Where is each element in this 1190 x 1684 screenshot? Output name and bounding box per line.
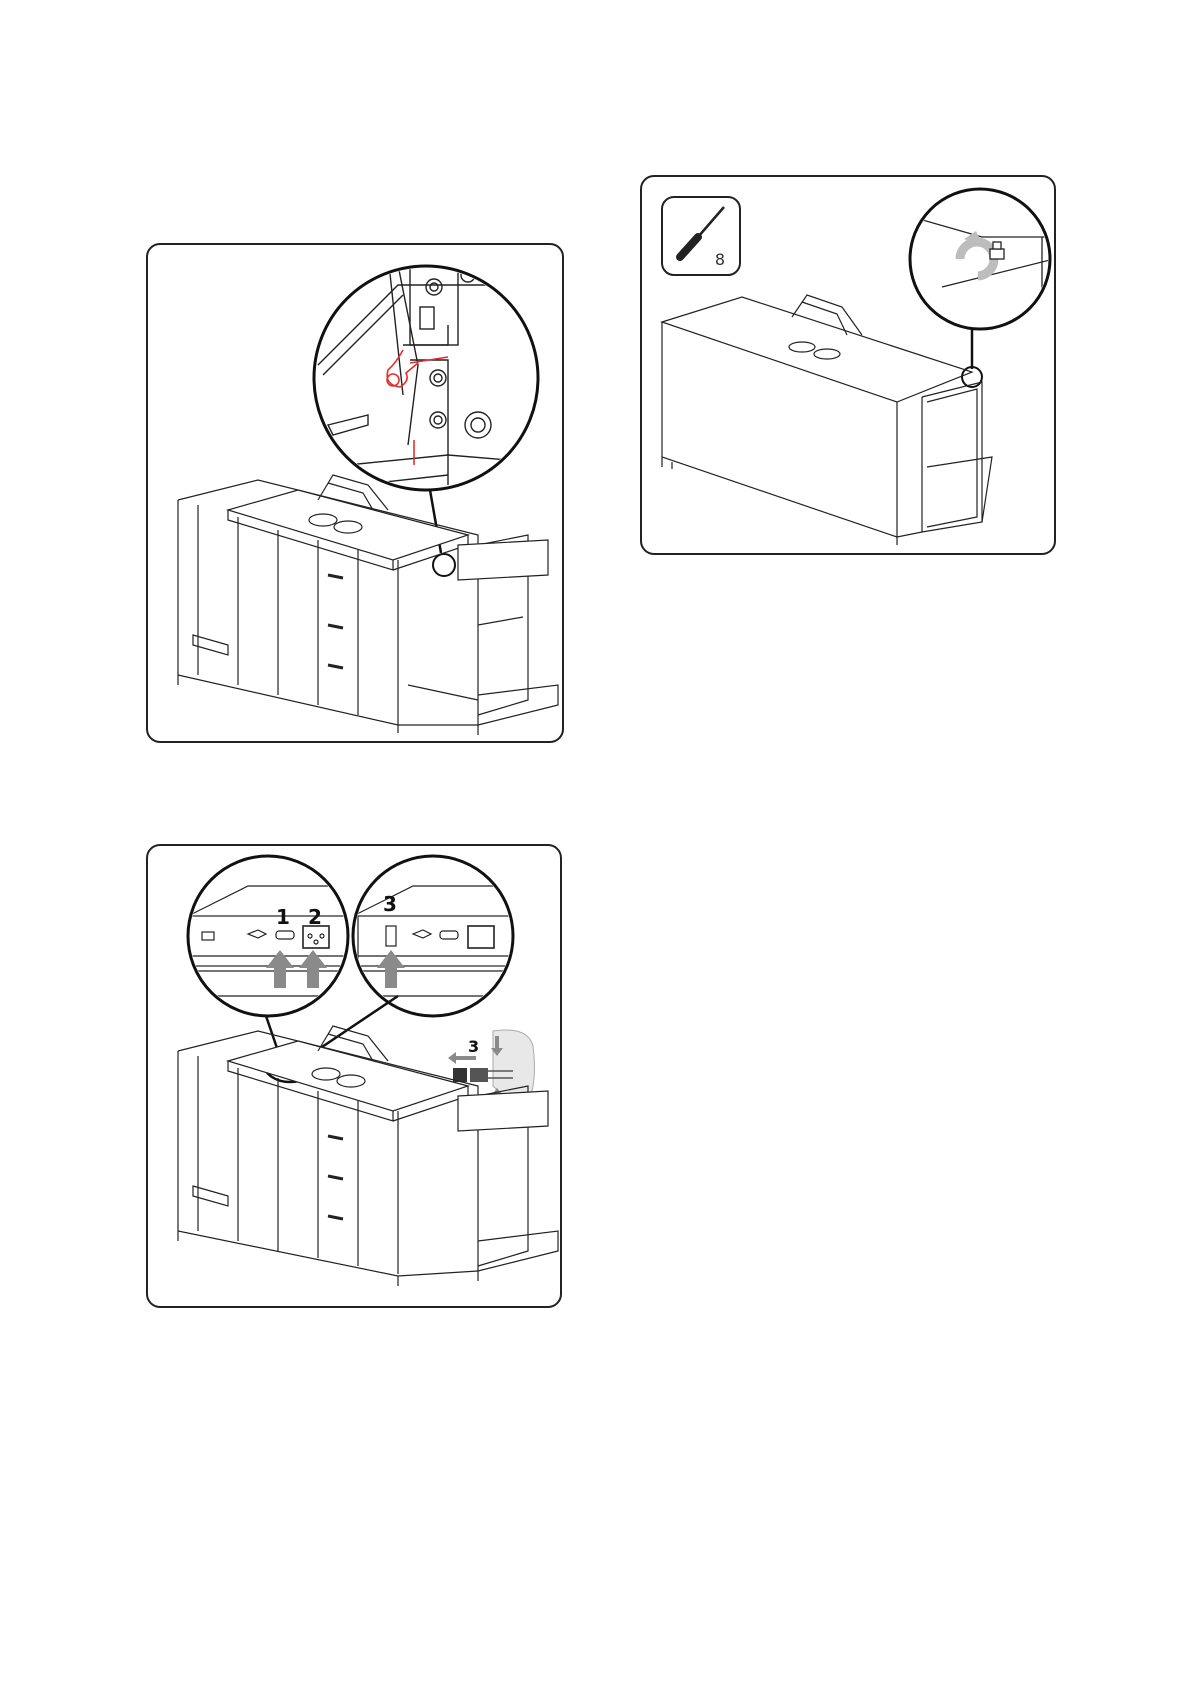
callout-3-detail: 3: [383, 892, 397, 916]
screw-top-illustration: 8: [642, 177, 1056, 555]
tool-size-label: 8: [715, 250, 725, 269]
callout-2: 2: [308, 905, 322, 929]
detail-magnifier-left: 1 2: [178, 856, 378, 1016]
connectors-illustration: 1 2 3: [148, 846, 562, 1308]
tool-box: 8: [662, 197, 740, 275]
machine-illustration: [178, 475, 558, 735]
detail-spot: [433, 554, 455, 576]
panel-remove-cover: [146, 243, 564, 743]
panel-screw-top: 8: [640, 175, 1056, 555]
detail-magnifier-right: 3: [348, 856, 528, 1016]
detail-magnifier: [314, 255, 564, 490]
panel-connectors: 1 2 3: [146, 844, 562, 1308]
callout-1: 1: [276, 905, 290, 929]
detail-magnifier: [910, 189, 1056, 329]
callout-3-connector: 3: [468, 1037, 479, 1056]
cover-removal-illustration: [148, 245, 564, 743]
machine-illustration: [662, 295, 992, 545]
